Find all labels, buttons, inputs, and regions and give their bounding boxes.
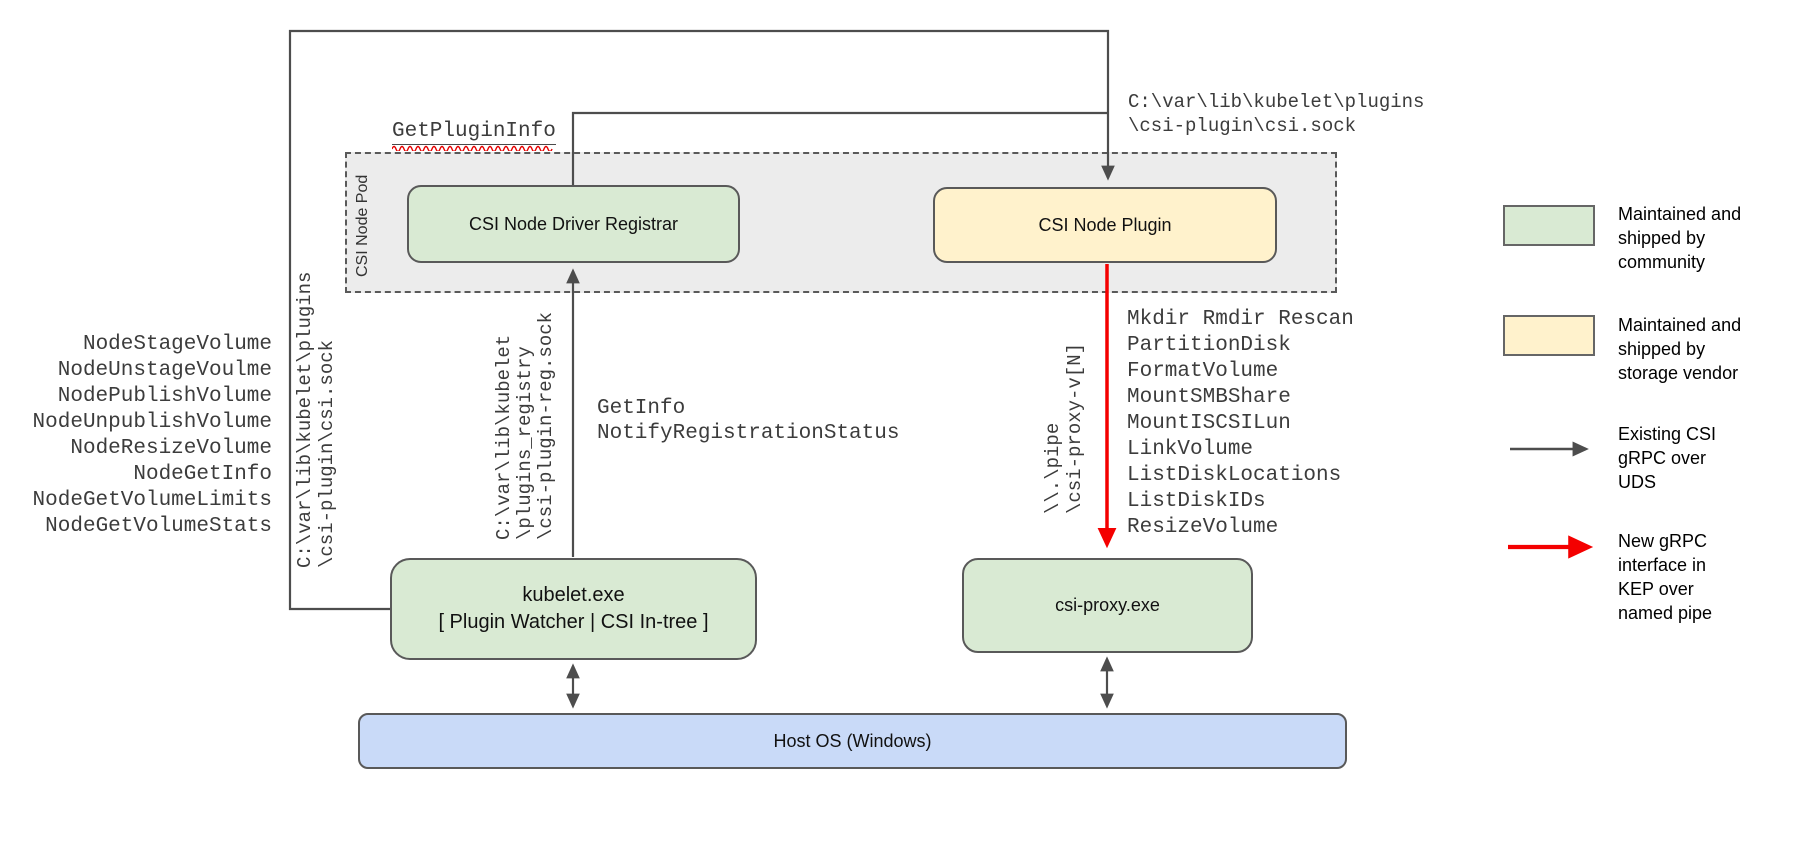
- kubelet-to-plugin-uds-line: [288, 29, 1115, 611]
- named-pipe-path-label: \\.\pipe \csi-proxy-v[N]: [1042, 342, 1086, 514]
- legend-community-swatch: [1503, 205, 1595, 246]
- csi-node-driver-registrar-label: CSI Node Driver Registrar: [468, 213, 679, 234]
- csi-node-plugin-label: CSI Node Plugin: [1038, 214, 1172, 235]
- csi-node-plugin-box: CSI Node Plugin: [933, 187, 1277, 263]
- csi-sock-path-left-label: C:\var\lib\kubelet\plugins \csi-plugin\c…: [294, 271, 338, 568]
- legend-existing-grpc-label: Existing CSI gRPC over UDS: [1618, 424, 1717, 492]
- registrar-to-plugin-line: [571, 111, 1108, 185]
- host-os-label: Host OS (Windows): [773, 730, 932, 751]
- kubelet-label: kubelet.exe: [522, 584, 625, 606]
- legend-new-grpc-label: New gRPC interface in KEP over named pip…: [1618, 531, 1713, 623]
- registration-sock-path-label: C:\var\lib\kubelet \plugins_registry \cs…: [493, 311, 557, 540]
- host-os-box: Host OS (Windows): [358, 713, 1347, 769]
- legend-community-label: Maintained and shipped by community: [1618, 204, 1742, 272]
- registration-rpc-call-list: GetInfo NotifyRegistrationStatus: [597, 397, 900, 445]
- legend-vendor-swatch: [1503, 315, 1595, 356]
- csi-node-driver-registrar-box: CSI Node Driver Registrar: [407, 185, 740, 263]
- get-plugin-info-label: GetPluginInfo: [392, 120, 556, 145]
- legend-vendor-label: Maintained and shipped by storage vendor: [1618, 315, 1742, 383]
- csi-proxy-rpc-call-list: Mkdir Rmdir Rescan PartitionDisk FormatV…: [1127, 308, 1354, 539]
- csi-node-pod-label: CSI Node Pod: [354, 174, 371, 277]
- csi-sock-path-top-label: C:\var\lib\kubelet\plugins \csi-plugin\c…: [1128, 91, 1425, 137]
- csi-proxy-label: csi-proxy.exe: [1055, 595, 1160, 615]
- kubelet-box: kubelet.exe [ Plugin Watcher | CSI In-tr…: [390, 558, 757, 660]
- csi-proxy-box: csi-proxy.exe: [962, 558, 1253, 653]
- kubelet-sublabel: [ Plugin Watcher | CSI In-tree ]: [438, 611, 709, 633]
- spellcheck-squiggle-underline: [392, 145, 553, 151]
- node-rpc-call-list: NodeStageVolume NodeUnstageVoulme NodePu…: [32, 333, 272, 538]
